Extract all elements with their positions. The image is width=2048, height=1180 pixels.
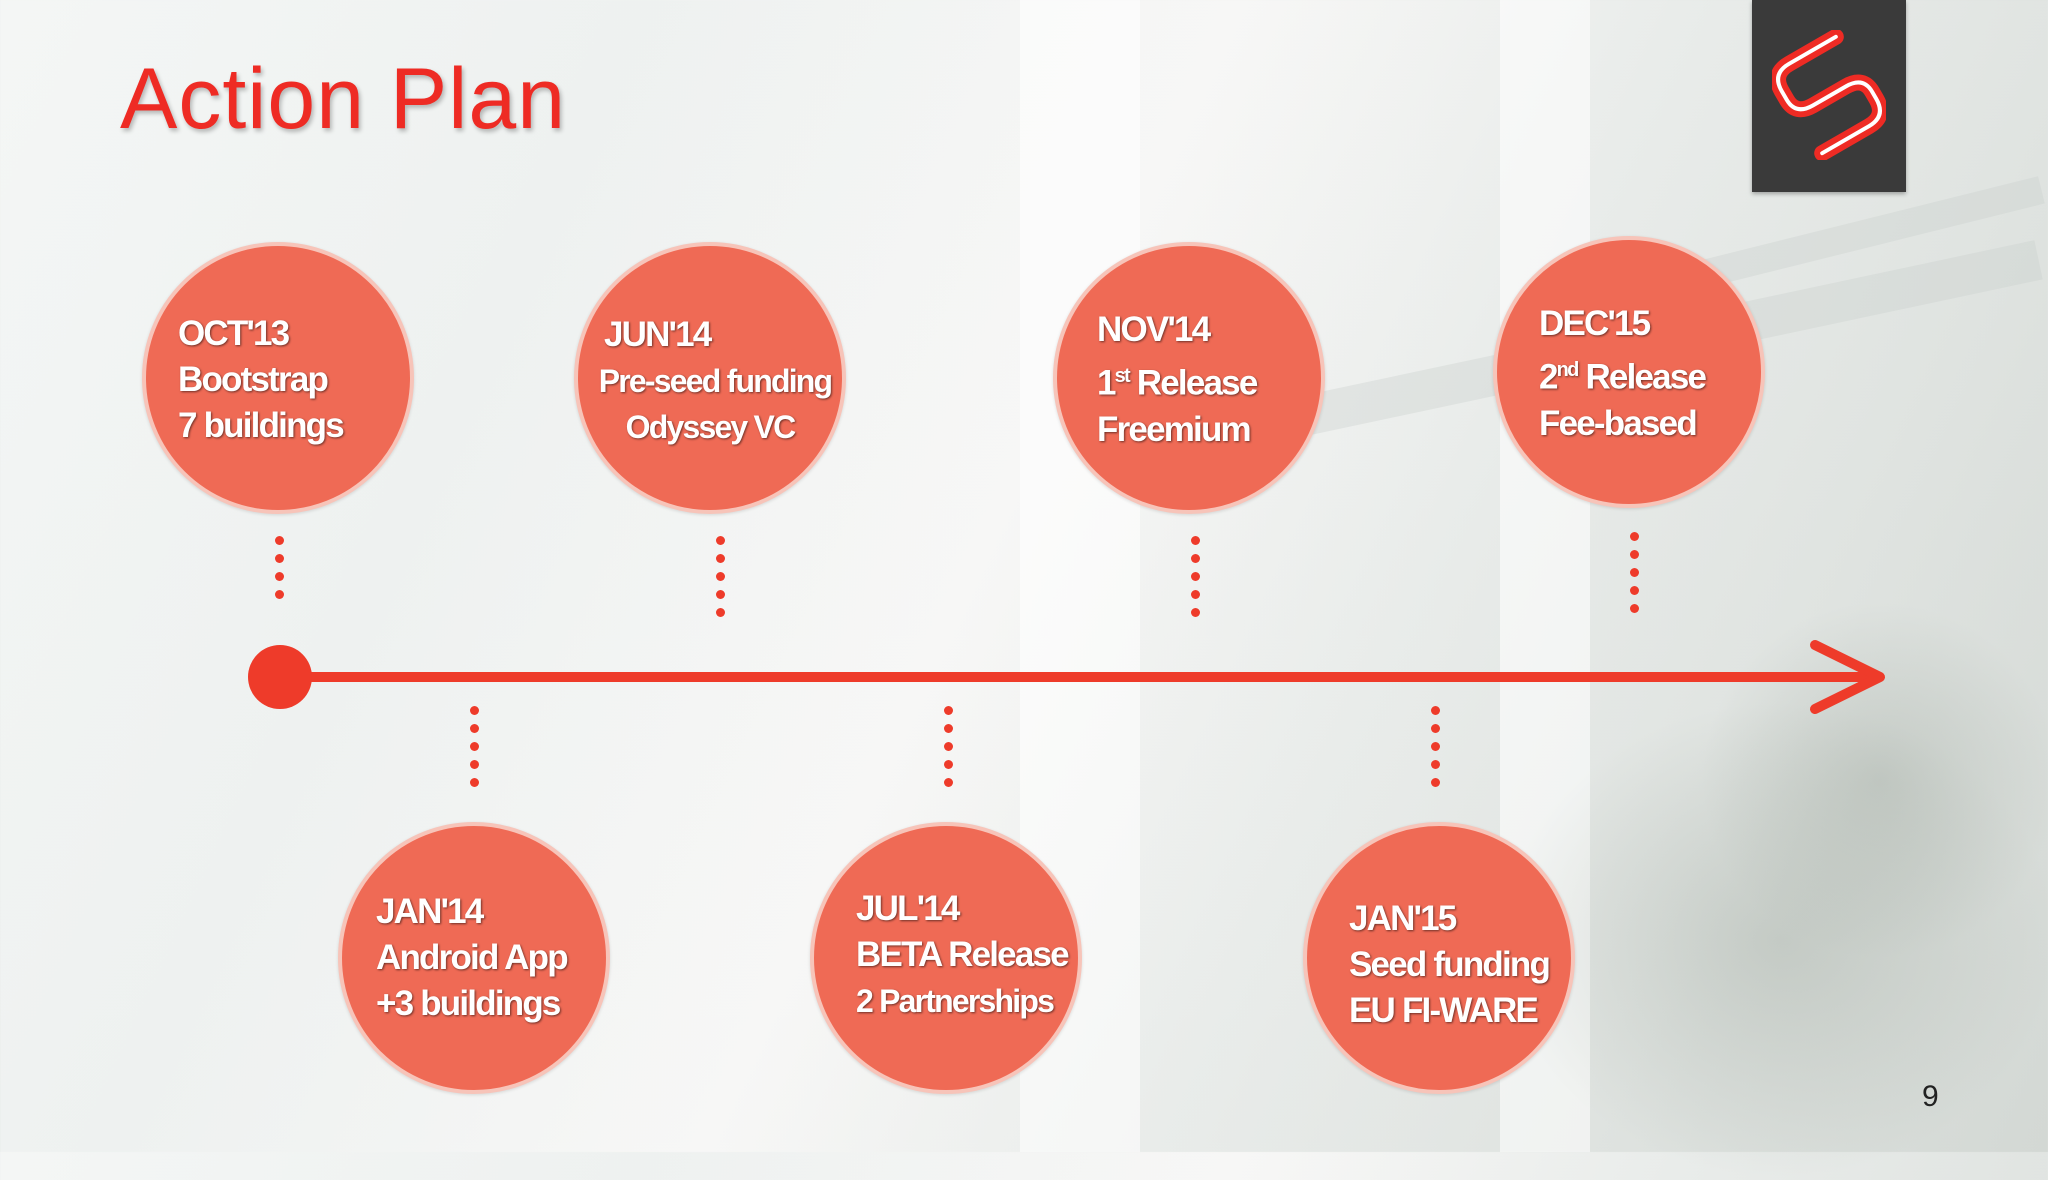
connector-jan15 [1431,706,1441,796]
milestone-jun14: JUN'14 Pre-seed funding Odyssey VC [574,242,846,514]
connector-nov14 [1191,536,1201,626]
connector-jul14 [944,706,954,796]
milestone-date: JAN'15 [1349,899,1457,938]
milestone-line3: EU FI-WARE [1349,991,1539,1030]
milestone-line2: Bootstrap [178,360,329,399]
timeline-start-dot [248,645,312,709]
milestone-date: JUN'14 [604,315,712,354]
milestone-line2: Seed funding [1349,945,1551,984]
milestone-jan15: JAN'15 Seed funding EU FI-WARE [1303,822,1575,1094]
milestone-date: JAN'14 [376,892,484,931]
milestone-line2: 2nd Release [1539,357,1707,397]
connector-oct13 [275,536,285,608]
logo [1752,0,1906,192]
milestone-line3: 7 buildings [178,406,345,445]
milestone-date: DEC'15 [1539,304,1651,344]
connector-dec15 [1630,532,1640,622]
page-title: Action Plan [120,51,567,147]
connector-jan14 [470,706,480,796]
milestone-jan14: JAN'14 Android App +3 buildings [338,822,610,1094]
milestone-line3: 2 Partnerships [856,983,1055,1019]
milestone-line2: 1st Release [1097,363,1258,403]
milestone-date: OCT'13 [178,314,290,353]
milestone-date: JUL'14 [856,889,960,928]
milestone-line3: Fee-based [1539,403,1698,443]
milestone-dec15: DEC'15 2nd Release Fee-based [1493,236,1765,508]
milestone-line2: Android App [376,938,569,977]
page-number: 9 [1922,1080,1939,1113]
milestone-oct13: OCT'13 Bootstrap 7 buildings [142,242,414,514]
milestone-jul14: JUL'14 BETA Release 2 Partnerships [810,822,1082,1094]
milestone-line2: Pre-seed funding [598,363,833,399]
milestone-line3: +3 buildings [376,984,561,1023]
connector-jun14 [716,536,726,626]
milestone-line3: Freemium [1097,409,1252,449]
timeline-arrowhead [1810,640,1885,714]
milestone-nov14: NOV'14 1st Release Freemium [1053,242,1325,514]
s-logo-icon [1772,30,1886,160]
milestone-line2: BETA Release [856,935,1070,974]
milestone-line3: Odyssey VC [625,409,797,445]
milestone-date: NOV'14 [1097,310,1211,350]
timeline [248,640,1885,714]
